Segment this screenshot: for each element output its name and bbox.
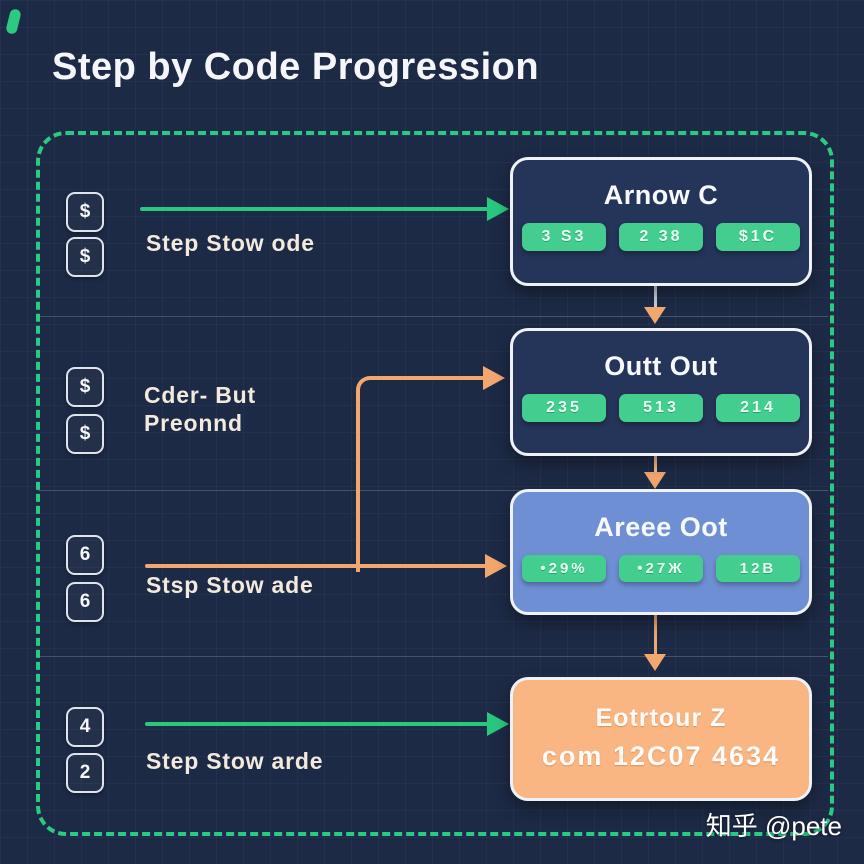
value-chip: $1C — [716, 223, 800, 251]
node-subtitle: com 12C07 4634 — [541, 741, 781, 771]
arrow-right-orange-icon — [145, 564, 486, 568]
value-chip: 214 — [716, 394, 800, 422]
connector-stem — [654, 280, 657, 308]
arrowhead-right-green-icon — [487, 712, 509, 736]
page-title: Step by Code Progression — [52, 46, 540, 88]
row-separator — [38, 490, 828, 491]
step-badge: 2 — [66, 753, 104, 793]
step-badge: 6 — [66, 582, 104, 622]
step-badge: $ — [66, 414, 104, 454]
node-box-arnow-c: Arnow C 3 S3 2 38 $1C — [510, 157, 812, 286]
arrow-elbow-orange-icon — [356, 376, 490, 572]
node-box-areee-oot: Areee Oot •29% •27Ж 12B — [510, 489, 812, 615]
arrowhead-down-orange-icon — [644, 307, 666, 324]
flow-container-border — [36, 131, 834, 836]
row-label: Cder- But — [144, 382, 256, 408]
node-box-outt-out: Outt Out 235 513 214 — [510, 328, 812, 456]
arrowhead-right-green-icon — [487, 197, 509, 221]
row-label: Step Stow ode — [146, 230, 315, 256]
connector-stem — [654, 449, 657, 474]
value-chip: 12B — [716, 555, 800, 582]
chip-row: 3 S3 2 38 $1C — [522, 223, 800, 251]
connector-stem — [654, 608, 657, 656]
value-chip: 2 38 — [619, 223, 703, 251]
watermark: 知乎 @pete — [705, 811, 842, 841]
value-chip: •27Ж — [619, 555, 703, 582]
row-label: Step Stow arde — [146, 748, 324, 774]
step-badge: $ — [66, 192, 104, 232]
row-label: Preonnd — [144, 410, 243, 436]
row-label: Stsp Stow ade — [146, 572, 314, 598]
chip-row: •29% •27Ж 12B — [522, 555, 800, 582]
arrowhead-right-orange-icon — [485, 554, 507, 578]
arrowhead-down-orange-icon — [644, 654, 666, 671]
row-separator — [38, 316, 828, 317]
arrow-right-green-icon — [145, 722, 488, 726]
step-badge: $ — [66, 237, 104, 277]
node-title: Arnow C — [603, 180, 719, 210]
step-badge: 4 — [66, 707, 104, 747]
arrowhead-right-orange-icon — [483, 366, 505, 390]
corner-dash-mark — [5, 8, 22, 35]
arrow-right-green-icon — [140, 207, 488, 211]
node-title: Outt Out — [604, 351, 718, 381]
node-box-eotrtour: Eotrtour Z com 12C07 4634 — [510, 677, 812, 801]
value-chip: 235 — [522, 394, 606, 422]
value-chip: 3 S3 — [522, 223, 606, 251]
chip-row: 235 513 214 — [522, 394, 800, 422]
node-title: Areee Oot — [594, 512, 728, 542]
step-badge: $ — [66, 367, 104, 407]
value-chip: 513 — [619, 394, 703, 422]
node-title: Eotrtour Z — [595, 704, 727, 732]
value-chip: •29% — [522, 555, 606, 582]
arrowhead-down-orange-icon — [644, 472, 666, 489]
step-badge: 6 — [66, 535, 104, 575]
row-separator — [38, 656, 828, 657]
